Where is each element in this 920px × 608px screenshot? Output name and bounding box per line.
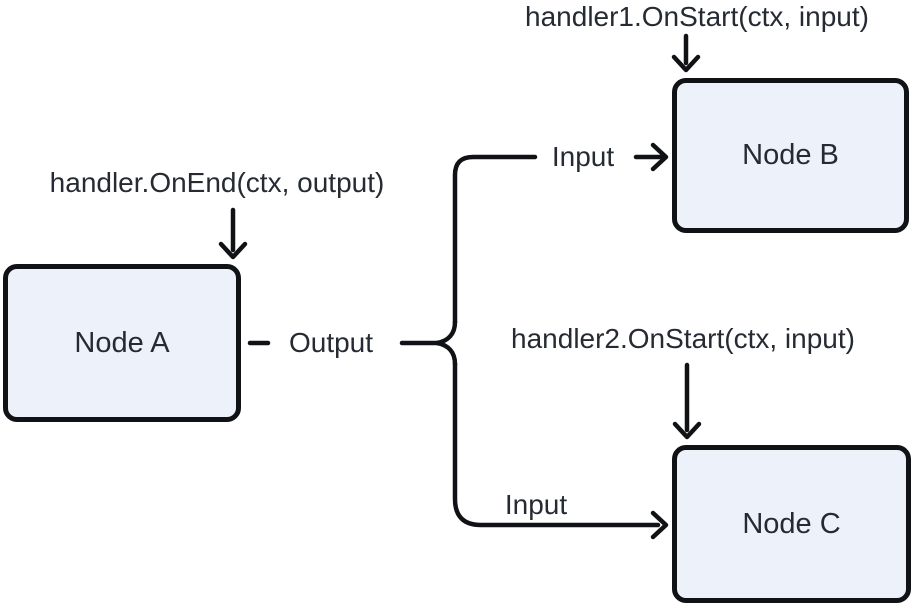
edge-label-output: Output bbox=[288, 327, 374, 358]
node-c: Node C bbox=[672, 445, 911, 603]
onstart1-arrow bbox=[671, 33, 701, 73]
node-a-label: Node A bbox=[74, 326, 170, 359]
branch-top-line bbox=[452, 154, 538, 325]
onend-arrow bbox=[218, 207, 248, 260]
node-a: Node A bbox=[3, 264, 241, 422]
fanout-brace bbox=[434, 319, 458, 367]
annotation-onstart1: handler1.OnStart(ctx, input) bbox=[525, 1, 869, 32]
node-b-label: Node B bbox=[742, 139, 839, 171]
annotation-onend: handler.OnEnd(ctx, output) bbox=[49, 167, 385, 198]
node-b: Node B bbox=[672, 78, 909, 233]
edge-label-input-bottom: Input bbox=[504, 489, 568, 520]
branch-bottom-line bbox=[452, 361, 669, 540]
edge-label-input-top: Input bbox=[551, 141, 615, 172]
annotation-onstart2: handler2.OnStart(ctx, input) bbox=[511, 323, 855, 354]
node-c-label: Node C bbox=[742, 507, 841, 540]
branch-top-arrow bbox=[633, 142, 669, 172]
onstart2-arrow bbox=[672, 362, 702, 440]
